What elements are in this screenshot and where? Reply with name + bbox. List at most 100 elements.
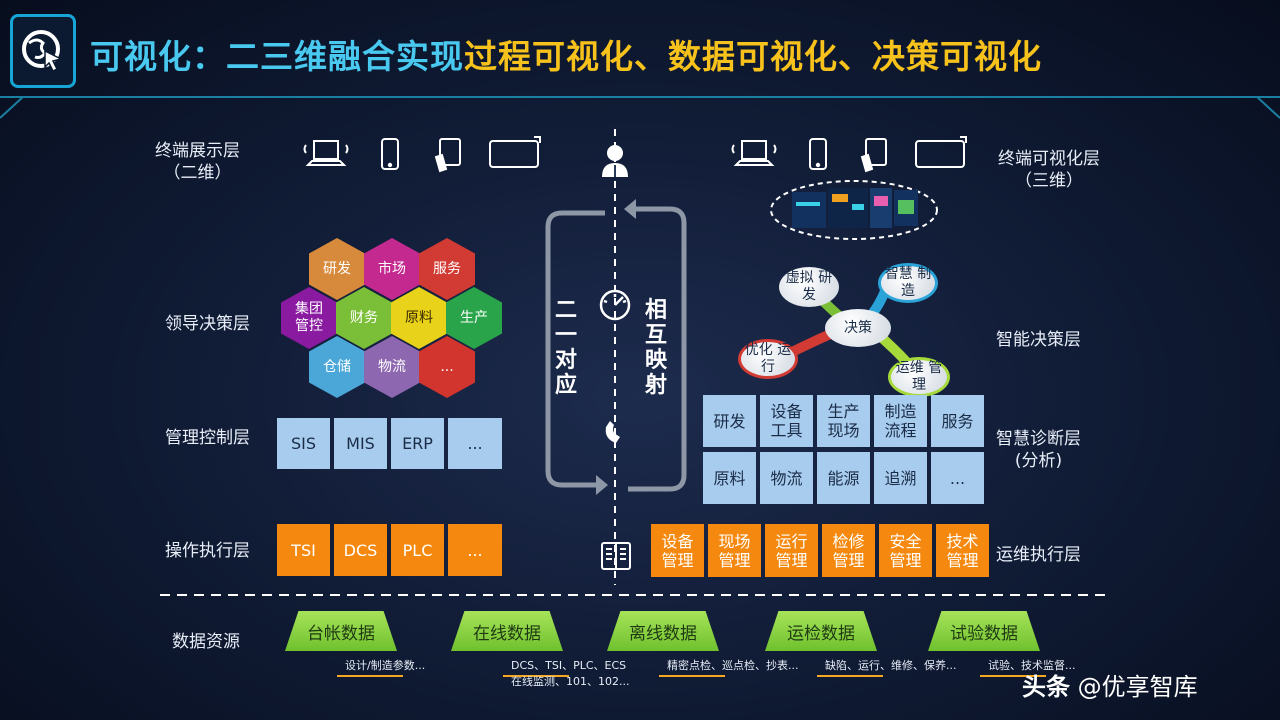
label-control-layer: 管理控制层 [165,428,250,448]
label-terminal-2d: 终端展示层 （二维） [155,140,240,184]
bubble-smart-mfg: 智慧 制造 [878,263,938,303]
operation-box-dcs: DCS [334,524,387,576]
label-terminal-3d-line1: 终端可视化层 [998,149,1100,169]
title-middle: 二三维融合实现 [226,37,464,76]
hexagon-item: 市场 [364,238,420,300]
page-title: 可视化：二三维融合实现过程可视化、数据可视化、决策可视化 [90,30,1042,78]
title-prefix: 可视化： [90,37,226,76]
monitor-icon [915,136,967,168]
data-tab-note: 设计/制造参数... [345,659,426,672]
watermark: 头条 @优享智库 [1022,667,1198,702]
diagnosis-box: 生产 现场 [817,395,870,447]
control-box-mis: MIS [334,418,387,469]
diagnosis-box: ... [931,452,984,504]
hexagon-item: 原料 [391,287,447,349]
center-right-text: 相互映射 [644,298,667,398]
label-smart-decision-layer: 智能决策层 [996,330,1081,350]
header-divider [0,96,1280,98]
bubble-decision-center: 决策 [825,309,891,347]
control-box-erp: ERP [391,418,444,469]
diagnosis-box: 原料 [703,452,756,504]
label-terminal-2d-line1: 终端展示层 [155,141,240,161]
hexagon-item: 服务 [419,238,475,300]
data-tab: 台帐数据 [285,611,397,651]
label-ops-layer: 运维执行层 [996,545,1081,565]
ops-box: 运行 管理 [765,524,818,577]
data-tab-note: 试验、技术监督... [988,659,1076,672]
hexagon-item: 研发 [309,238,365,300]
label-decision-layer: 领导决策层 [165,314,250,334]
data-tab: 在线数据 [451,611,563,651]
title-highlight: 过程可视化、数据可视化、决策可视化 [464,37,1042,76]
laptop-icon [303,140,349,166]
watermark-account: @优享智库 [1077,673,1198,701]
label-diagnosis-layer: 智慧诊断层 (分析) [996,428,1081,472]
right-device-icons [731,136,967,173]
control-box-sis: SIS [277,418,330,469]
phone-handset-icon [605,421,620,443]
diagnosis-box: 设备 工具 [760,395,813,447]
data-tab-note-underline [503,675,569,677]
label-operation-layer: 操作执行层 [165,541,250,561]
person-icon [602,145,628,177]
data-tab: 离线数据 [607,611,719,651]
phone-icon [381,138,399,170]
diagnosis-box: 能源 [817,452,870,504]
globe-cursor-icon [22,30,64,73]
hexagon-item: 集团 管控 [281,287,337,349]
hexagon-item: 仓储 [309,336,365,398]
center-mapping-diagram [545,129,687,585]
data-tab-note-underline [659,675,725,677]
data-tab: 试验数据 [928,611,1040,651]
left-loop-arrow [545,210,605,488]
tablet-touch-icon [434,138,461,173]
data-tab-note-secondary: 在线监测、101、102... [511,675,630,688]
monitor-icon [489,136,541,168]
tablet-touch-icon [860,138,887,173]
bubble-ops-mgmt: 运维 管理 [888,357,950,397]
ops-box: 检修 管理 [822,524,875,577]
header-corner-lines [0,96,1280,119]
center-left-text: 二一对应 [554,298,577,398]
phone-icon [809,138,827,170]
diagnosis-box: 追溯 [874,452,927,504]
bubble-virtual-rd: 虚拟 研发 [779,267,839,307]
data-tab: 运检数据 [765,611,877,651]
data-tab-note-underline [980,675,1046,677]
laptop-icon [731,140,777,166]
diagnosis-box: 研发 [703,395,756,447]
operation-box-plc: PLC [391,524,444,576]
app-logo [10,14,76,88]
diagnosis-box: 服务 [931,395,984,447]
label-terminal-2d-line2: （二维） [163,163,232,183]
hexagon-item: ... [419,336,475,398]
label-diagnosis-line1: 智慧诊断层 [996,429,1081,449]
diagnosis-box: 制造 流程 [874,395,927,447]
data-tab-note: 精密点检、巡点检、抄表... [667,659,799,672]
label-diagnosis-line2: (分析) [1014,451,1063,471]
data-tab-note: 缺陷、运行、维修、保养... [825,659,957,672]
data-tab-note-underline [337,675,403,677]
gauge-icon [599,289,631,321]
diagnosis-box: 物流 [760,452,813,504]
right-loop-arrow [628,206,687,492]
ops-box: 设备 管理 [651,524,704,577]
ops-box: 技术 管理 [936,524,989,577]
left-device-icons [303,136,541,173]
operation-box-more: ... [448,524,502,576]
data-layer-divider [160,594,1110,596]
label-terminal-3d-line2: （三维） [1015,171,1083,191]
ops-box: 安全 管理 [879,524,932,577]
hexagon-item: 财务 [336,287,392,349]
data-tab-note-underline [817,675,883,677]
data-tab-note: DCS、TSI、PLC、ECS [511,659,627,672]
control-box-more: ... [448,418,502,469]
hexagon-item: 物流 [364,336,420,398]
label-data-layer: 数据资源 [172,632,240,652]
dashboard-thumbnail-image [792,188,918,228]
bubble-optimize: 优化 运行 [738,339,798,379]
document-book-icon [601,542,631,570]
dashboard-screens-ellipse [770,180,938,240]
hexagon-item: 生产 [446,287,502,349]
ops-box: 现场 管理 [708,524,761,577]
